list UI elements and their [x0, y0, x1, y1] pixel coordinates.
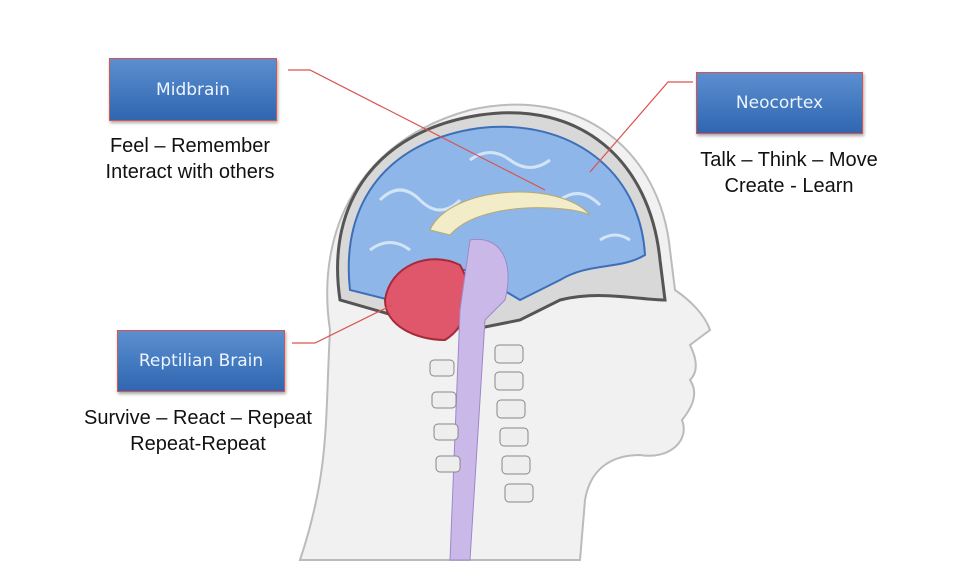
- reptilian-line-1: Survive – React – Repeat: [84, 407, 312, 429]
- neocortex-line-2: Create - Learn: [724, 175, 854, 197]
- corpus-callosum: [429, 191, 591, 236]
- midbrain-description: Feel – Remember Interact with others: [90, 133, 290, 185]
- cortex: [347, 125, 647, 302]
- midbrain-label-box: Midbrain: [109, 58, 277, 121]
- neocortex-leader-line: [589, 81, 693, 173]
- midbrain-leader-line: [288, 69, 546, 191]
- vertebrae: [429, 344, 534, 503]
- reptilian-line-2: Repeat-Repeat: [130, 433, 266, 455]
- midbrain-line-1: Feel – Remember: [109, 135, 271, 157]
- neocortex-line-1: Talk – Think – Move: [700, 149, 878, 171]
- brainstem: [449, 238, 509, 561]
- midbrain-line-2: Interact with others: [105, 161, 275, 183]
- reptilian-leader-line: [292, 304, 393, 344]
- neocortex-description: Talk – Think – Move Create - Learn: [679, 147, 899, 199]
- reptilian-label-box: Reptilian Brain: [117, 330, 285, 392]
- neocortex-label-box: Neocortex: [696, 72, 863, 134]
- reptilian-description: Survive – React – Repeat Repeat-Repeat: [68, 405, 328, 457]
